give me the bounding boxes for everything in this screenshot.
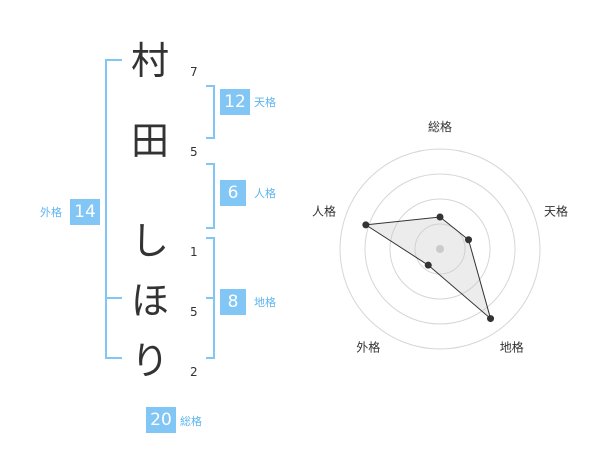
chikaku-value: 8 (220, 289, 246, 315)
chikaku-label: 地格 (254, 296, 276, 309)
name-char-3: し (130, 219, 169, 263)
radar-point-2 (465, 236, 473, 244)
radar-center-dot (436, 245, 444, 253)
jinkaku-bracket (206, 163, 215, 229)
name-char-1: 村 (130, 39, 169, 83)
radar-axis-label-1: 総格 (428, 119, 452, 134)
gaikaku-value: 14 (70, 199, 100, 225)
radar-polygon (364, 216, 492, 321)
stroke-count-5: 2 (190, 365, 198, 379)
radar-ring-4 (339, 148, 541, 350)
radar-axis-label-3: 地格 (500, 340, 524, 355)
stroke-count-1: 7 (190, 65, 198, 79)
name-char-4: ほ (130, 279, 169, 323)
stroke-count-4: 5 (190, 305, 198, 319)
radar-ring-2 (389, 198, 491, 300)
radar-axis-label-2: 天格 (544, 203, 568, 218)
soukaku-label: 総格 (180, 415, 202, 428)
jinkaku-label: 人格 (254, 187, 276, 200)
name-char-2: 田 (130, 119, 169, 163)
tenkaku-label: 天格 (254, 96, 276, 109)
soukaku-value: 20 (146, 407, 176, 433)
tenkaku-bracket (206, 85, 215, 139)
stroke-count-2: 5 (190, 145, 198, 159)
radar-point-1 (436, 213, 444, 221)
radar-point-4 (424, 261, 432, 269)
gaikaku-label: 外格 (40, 206, 62, 219)
radar-axis-label-5: 人格 (312, 203, 336, 218)
stroke-count-3: 1 (190, 245, 198, 259)
radar-axis-label-4: 外格 (356, 340, 380, 355)
name-char-5: り (130, 339, 169, 383)
radar-ring-1 (414, 223, 466, 275)
gaikaku-bracket (105, 59, 122, 359)
jinkaku-value: 6 (220, 180, 246, 206)
radar-point-3 (487, 315, 495, 323)
radar-ring-3 (364, 173, 516, 325)
tenkaku-value: 12 (220, 89, 250, 115)
radar-point-5 (362, 221, 370, 229)
